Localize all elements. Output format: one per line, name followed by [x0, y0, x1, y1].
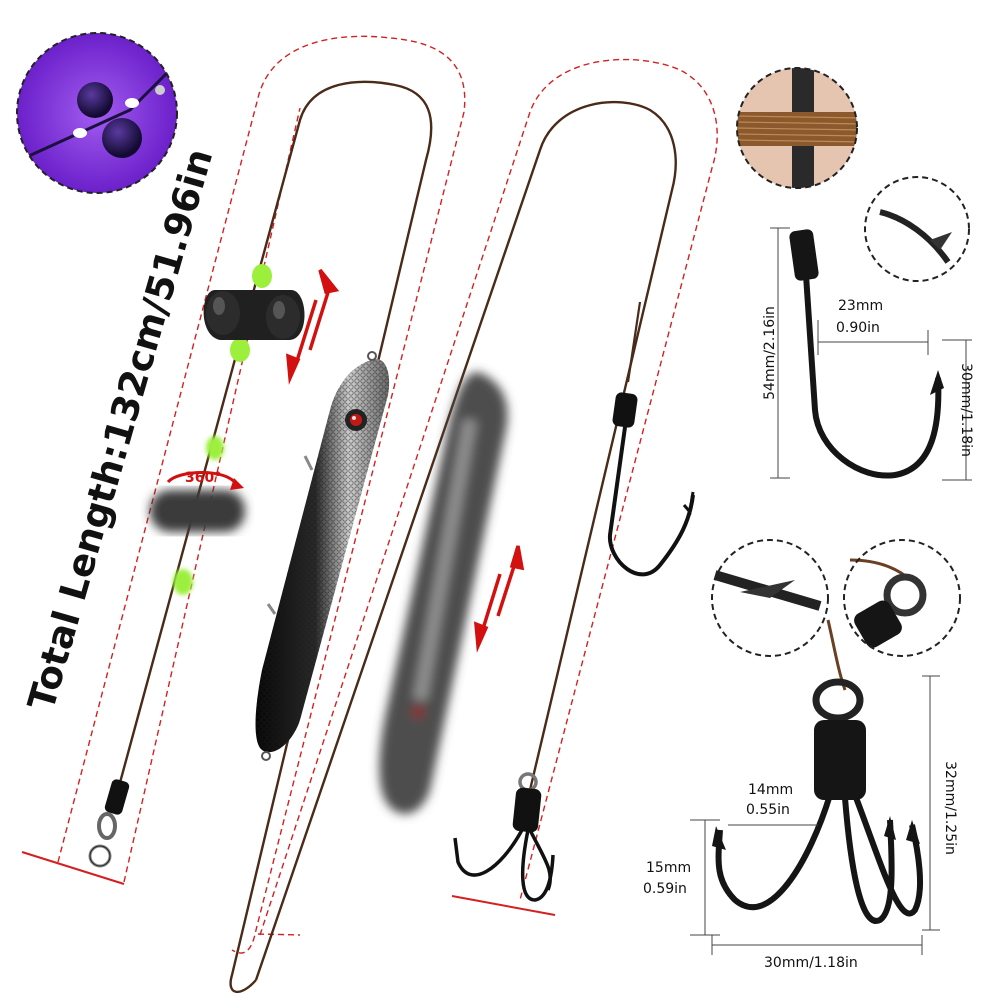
treble-hook-gap-mm-label: 14mm: [748, 782, 794, 798]
treble-hook-width-label: 30mm/1.18in: [764, 955, 858, 971]
single-hook-height-label: 54mm/2.16in: [762, 306, 778, 400]
single-hook-gap-mm-label: 23mm: [838, 298, 884, 314]
hook-barb-inset: [864, 176, 970, 282]
fishing-line-right-loop: [254, 100, 677, 981]
fishing-line-left-loop: [116, 80, 433, 993]
rotation-arrow-icon: [166, 471, 238, 485]
single-hook-bend-label: 30mm/1.18in: [958, 363, 974, 457]
treble-hook-diagram-icon: [712, 619, 923, 924]
swivel-icon: [88, 779, 130, 868]
dashed-outline-left: [57, 35, 466, 954]
treble-point-inset: [711, 539, 829, 657]
spinning-rig-blurred-icon: [150, 490, 245, 532]
braided-cord-inset: [736, 67, 858, 189]
treble-hook-small-icon: [453, 772, 555, 902]
slide-arrow-icon: [285, 268, 340, 385]
left-end-marker: [21, 851, 125, 885]
treble-hook-gap-in-label: 0.55in: [746, 802, 790, 818]
single-hook-gap-in-label: 0.90in: [836, 320, 880, 336]
treble-end-marker: [451, 895, 556, 916]
single-hook-diagram-icon: [789, 229, 944, 479]
treble-eye-inset: [843, 539, 961, 657]
slide-arrow-lower-icon: [473, 545, 525, 653]
dashed-outline-right: [257, 58, 718, 936]
pivot-rig-icon: [203, 290, 305, 340]
treble-hook-dimension-lines: [690, 675, 940, 955]
rotation-label: 360°: [185, 470, 222, 486]
fishing-line-to-single-hook: [626, 301, 642, 383]
treble-hook-height-label: 32mm/1.25in: [942, 761, 958, 855]
lure-motion-blur-icon: [379, 372, 508, 814]
rotation-arrowhead-icon: [230, 478, 244, 490]
uv-glow-inset: [16, 32, 178, 194]
treble-hook-point-in-label: 0.59in: [643, 881, 687, 897]
single-hook-dimension-lines: [770, 227, 972, 481]
treble-hook-point-mm-label: 15mm: [646, 860, 692, 876]
glow-bead-blurred-icon: [173, 436, 224, 595]
single-hook-icon: [607, 392, 695, 577]
glow-bead-icon: [230, 264, 272, 362]
lure-icon: [255, 351, 390, 761]
